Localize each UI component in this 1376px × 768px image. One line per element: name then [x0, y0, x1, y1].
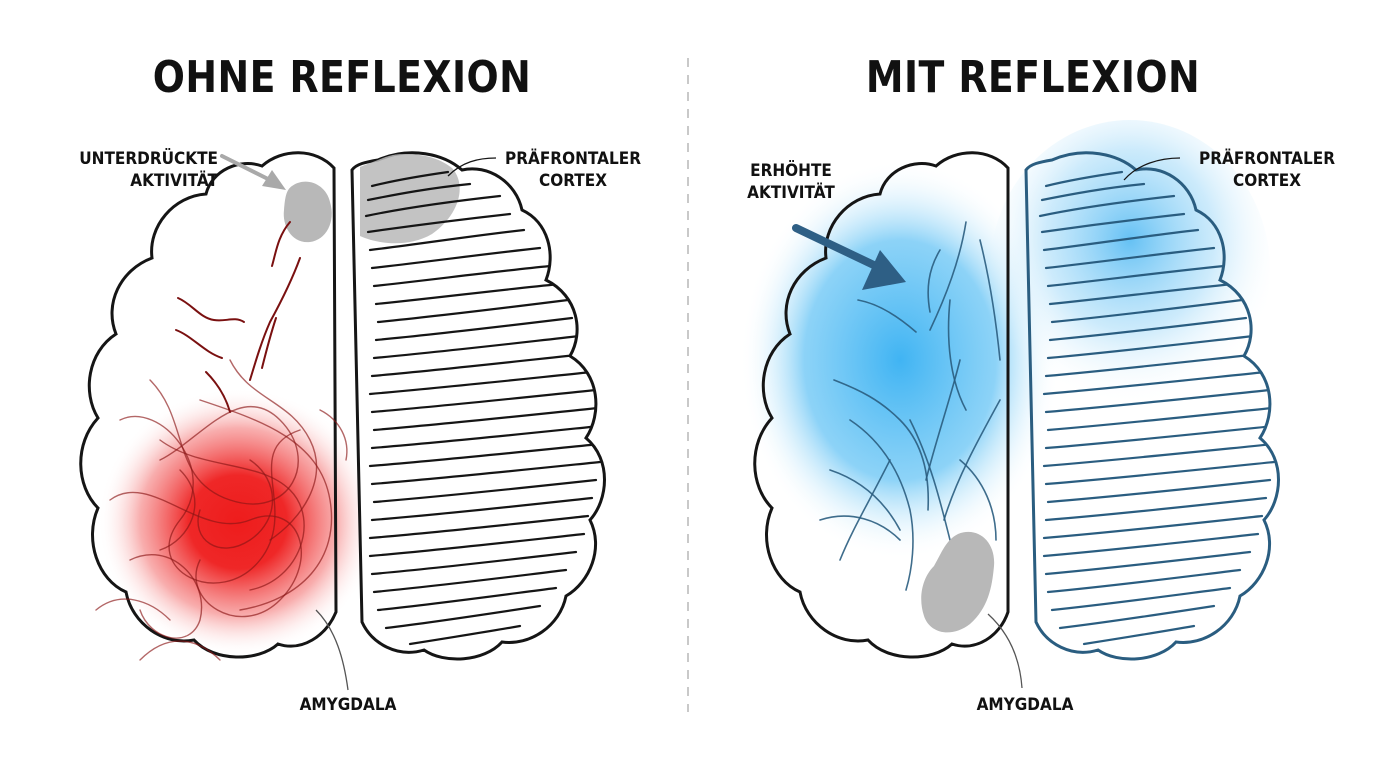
pfc-blue-glow: [990, 120, 1270, 420]
right-brain: [740, 120, 1280, 689]
suppressed-arrow-icon: [220, 154, 286, 190]
neural-pathway-lines: [819, 221, 1001, 591]
left-panel-right-hemisphere-outline: [350, 151, 606, 661]
right-panel-right-hemisphere-outline: [1024, 151, 1280, 661]
cortex-fold-lines-blue: [1038, 170, 1276, 646]
annotation-line: AKTIVITÄT: [130, 171, 218, 191]
amygdala-pointer-line-right: [987, 613, 1023, 689]
annotation-line: AKTIVITÄT: [747, 183, 835, 203]
label-line: PRÄFRONTALER: [505, 149, 641, 169]
right-panel-left-hemisphere-outline: [753, 151, 1010, 659]
amygdala-pointer-line: [315, 609, 349, 691]
vein-lines: [175, 221, 301, 413]
label-prefrontal-cortex-left: PRÄFRONTALER CORTEX: [488, 148, 659, 192]
amygdala-gray-region: [921, 531, 995, 633]
cortex-fold-lines: [364, 170, 602, 646]
suppressed-activity-spot: [283, 181, 332, 243]
label-line: CORTEX: [538, 171, 608, 191]
label-line: CORTEX: [1232, 171, 1302, 191]
tangled-veins: [95, 359, 348, 661]
annotation-line: ERHÖHTE: [750, 161, 832, 181]
panel-title-without-reflection: OHNE REFLEXION: [152, 52, 532, 103]
pfc-pointer-line: [447, 157, 497, 177]
panel-title-with-reflection: MIT REFLEXION: [865, 52, 1201, 103]
label-line: PRÄFRONTALER: [1199, 149, 1335, 169]
annotation-suppressed-activity: UNTERDRÜCKTE AKTIVITÄT: [38, 148, 218, 192]
label-prefrontal-cortex-right: PRÄFRONTALER CORTEX: [1182, 148, 1353, 192]
left-brain: [79, 151, 606, 691]
pfc-pointer-line-right: [1123, 157, 1181, 181]
annotation-line: UNTERDRÜCKTE: [79, 149, 218, 169]
pfc-gray-region: [360, 153, 460, 244]
label-amygdala-right: AMYGDALA: [976, 695, 1074, 715]
left-hemisphere-outline: [79, 151, 338, 659]
annotation-increased-activity: ERHÖHTE AKTIVITÄT: [724, 160, 859, 204]
label-amygdala-left: AMYGDALA: [299, 695, 397, 715]
increased-activity-arrow-icon: [792, 224, 906, 290]
